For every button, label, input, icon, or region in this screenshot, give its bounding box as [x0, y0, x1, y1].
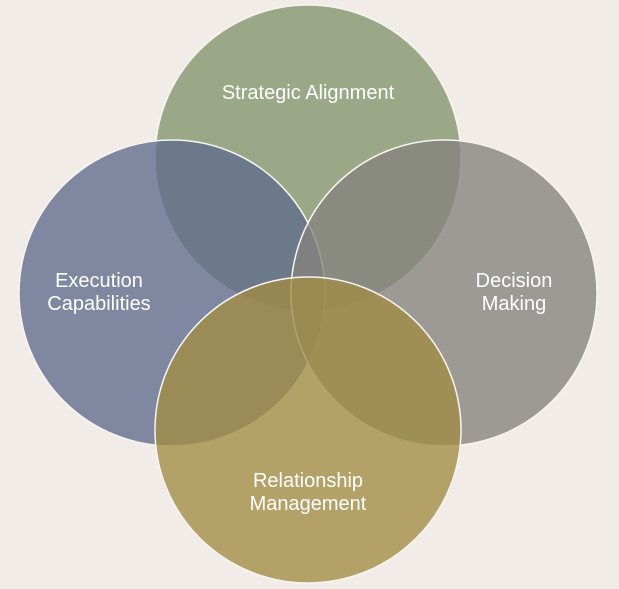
label-execution-capabilities: Execution Capabilities — [24, 270, 174, 316]
label-relationship-management-line-1: Relationship — [252, 470, 364, 492]
label-execution-capabilities-line-1: Execution — [55, 270, 143, 292]
label-strategic-alignment: Strategic Alignment — [198, 82, 418, 105]
label-decision-making-line-1: Decision — [475, 270, 553, 292]
label-execution-capabilities-line-2: Capabilities — [47, 293, 151, 315]
label-strategic-alignment-line-1: Strategic Alignment — [221, 82, 395, 104]
circle-relationship-management — [154, 276, 462, 584]
label-relationship-management-line-2: Management — [249, 493, 367, 515]
label-decision-making: Decision Making — [454, 270, 574, 316]
label-decision-making-line-2: Making — [481, 293, 547, 315]
label-relationship-management: Relationship Management — [228, 470, 388, 516]
